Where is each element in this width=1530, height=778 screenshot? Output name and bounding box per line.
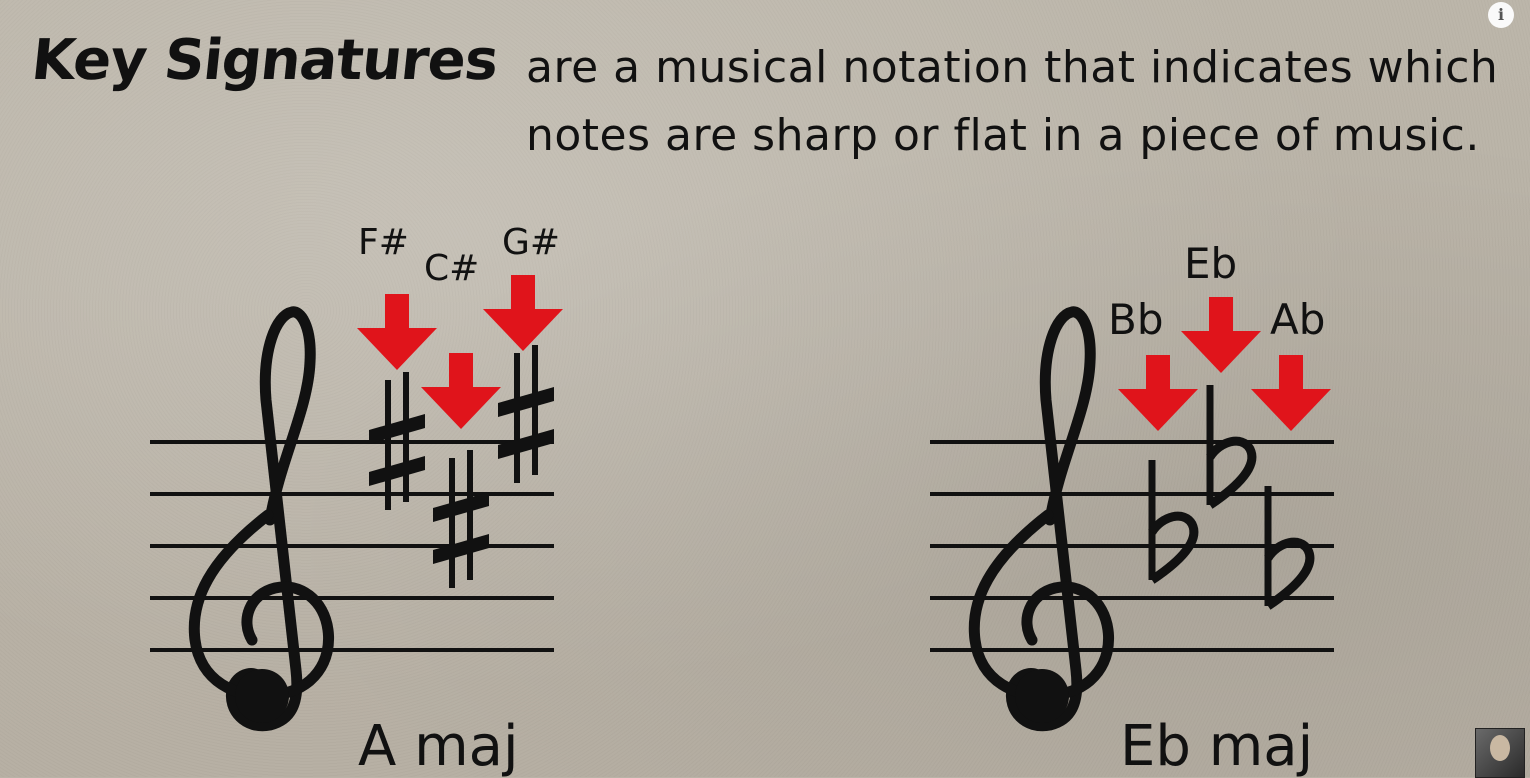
staff-a-major	[150, 440, 554, 652]
label-e-flat: Eb	[1184, 239, 1237, 288]
arrow-g-sharp-icon	[483, 275, 563, 351]
avatar-face	[1490, 735, 1510, 761]
label-c-sharp: C#	[424, 248, 479, 289]
flat-a-icon	[1268, 486, 1310, 606]
key-name-eb-major: Eb maj	[1120, 714, 1313, 777]
flat-b-icon	[1152, 460, 1194, 580]
arrow-b-flat-icon	[1118, 355, 1198, 431]
treble-clef-icon	[194, 312, 328, 726]
heading-line-2: notes are sharp or flat in a piece of mu…	[526, 110, 1480, 161]
heading-line-1: are a musical notation that indicates wh…	[526, 42, 1499, 93]
arrow-f-sharp-icon	[357, 294, 437, 370]
arrow-e-flat-icon	[1181, 297, 1261, 373]
arrow-c-sharp-icon	[421, 353, 501, 429]
info-icon[interactable]: i	[1488, 2, 1514, 28]
key-name-a-major: A maj	[358, 714, 519, 777]
label-f-sharp: F#	[358, 222, 409, 263]
flat-e-icon	[1210, 385, 1252, 505]
treble-clef-right-icon	[974, 312, 1108, 726]
sharp-c-icon	[433, 450, 489, 588]
label-b-flat: Bb	[1108, 295, 1163, 344]
sharp-g-icon	[498, 345, 554, 483]
label-g-sharp: G#	[502, 222, 560, 263]
label-a-flat: Ab	[1270, 295, 1325, 344]
channel-avatar[interactable]	[1475, 728, 1525, 778]
arrow-a-flat-icon	[1251, 355, 1331, 431]
